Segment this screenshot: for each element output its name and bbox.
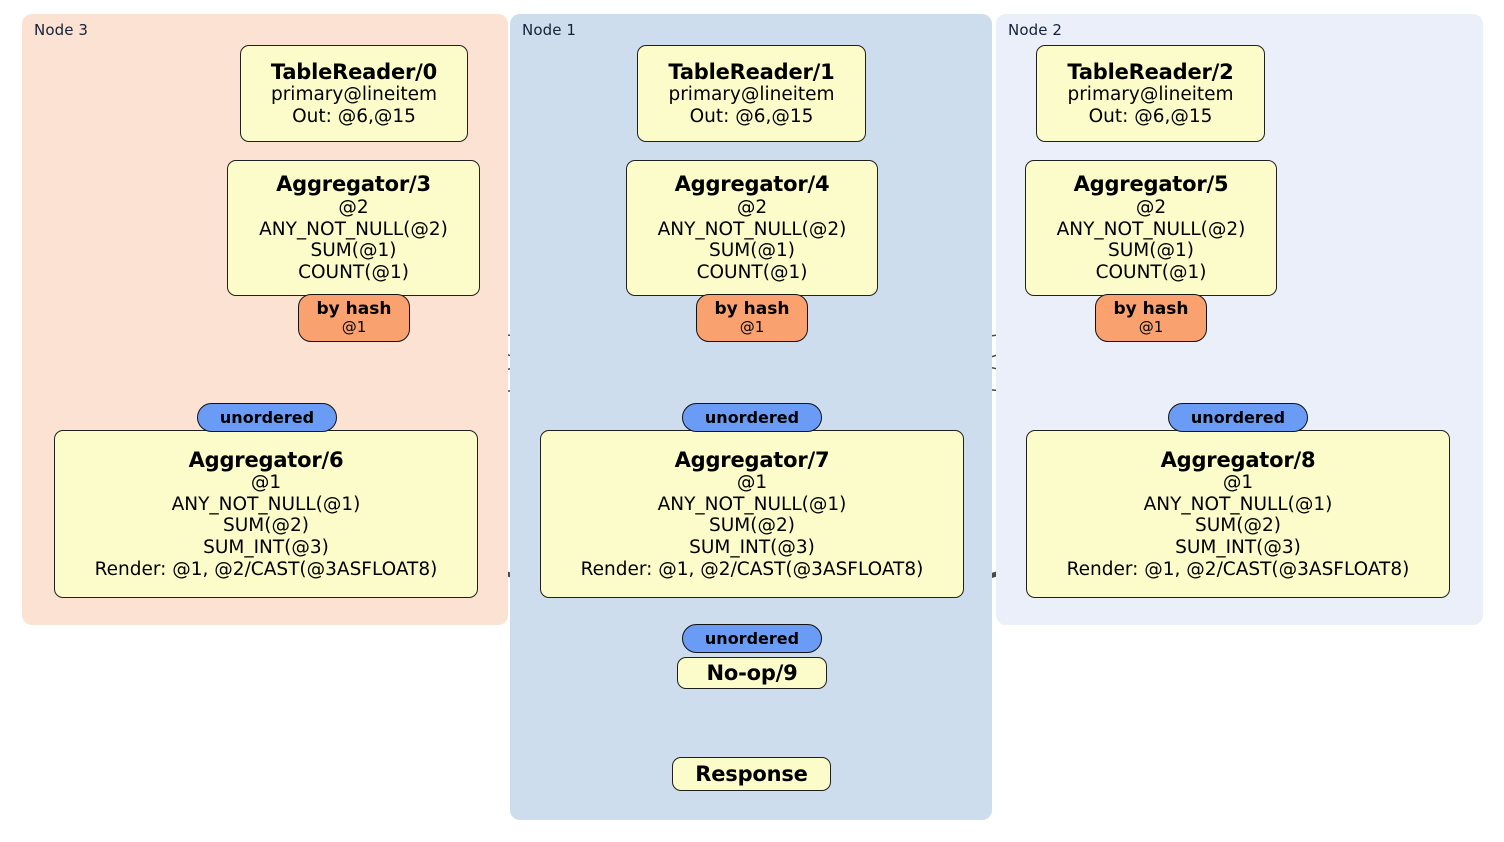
plan-box-line: SUM(@1) (1108, 240, 1194, 262)
plan-box-line: ANY_NOT_NULL(@1) (1143, 493, 1333, 515)
plan-box-line: SUM(@2) (709, 515, 795, 537)
plan-box-line: Out: @6,@15 (689, 105, 814, 127)
plan-box-title: No-op/9 (706, 660, 798, 685)
plan-box-line: @1 (250, 472, 282, 494)
plan-box-title: Aggregator/4 (674, 172, 830, 197)
plan-box-line: SUM(@2) (1195, 515, 1281, 537)
plan-box-line: ANY_NOT_NULL(@2) (259, 218, 448, 240)
plan-box-title: TableReader/1 (668, 59, 835, 84)
node-panel-label: Node 2 (1008, 21, 1063, 39)
plan-box-line: Out: @6,@15 (292, 105, 416, 127)
plan-box-line: SUM(@1) (310, 240, 397, 262)
plan-pill-hash3[interactable]: by hash@1 (298, 294, 410, 342)
plan-box-response[interactable]: Response (672, 757, 831, 791)
plan-box-line: SUM(@1) (709, 240, 795, 262)
plan-box-title: Aggregator/7 (674, 447, 830, 472)
plan-pill-label: unordered (704, 407, 800, 427)
plan-pill-label: by hash (316, 299, 392, 320)
plan-box-line: @2 (1135, 197, 1167, 218)
plan-box-title: Aggregator/3 (276, 172, 431, 197)
node-panel-label: Node 1 (522, 21, 577, 39)
plan-box-line: primary@lineitem (270, 84, 438, 106)
plan-pill-unord7[interactable]: unordered (682, 403, 822, 432)
plan-box-line: Render: @1, @2/CAST(@3ASFLOAT8) (94, 558, 438, 580)
plan-box-line: Render: @1, @2/CAST(@3ASFLOAT8) (1066, 558, 1410, 580)
plan-box-line: Out: @6,@15 (1088, 105, 1213, 127)
plan-box-line: ANY_NOT_NULL(@2) (1056, 218, 1246, 240)
plan-box-line: Render: @1, @2/CAST(@3ASFLOAT8) (580, 558, 924, 580)
plan-box-line: @2 (338, 197, 369, 218)
plan-box-line: COUNT(@1) (1095, 261, 1207, 283)
plan-pill-label: unordered (1190, 407, 1286, 427)
plan-box-title: TableReader/2 (1067, 59, 1234, 84)
plan-box-line: SUM_INT(@3) (1175, 537, 1301, 559)
plan-pill-hash4[interactable]: by hash@1 (696, 294, 808, 342)
plan-box-line: SUM_INT(@3) (203, 537, 329, 559)
plan-box-title: Aggregator/6 (188, 447, 344, 472)
plan-box-title: Aggregator/5 (1073, 172, 1229, 197)
plan-pill-hash5[interactable]: by hash@1 (1095, 294, 1207, 342)
plan-box-line: ANY_NOT_NULL(@1) (657, 493, 847, 515)
plan-pill-sublabel: @1 (341, 318, 367, 337)
plan-box-title: Aggregator/8 (1160, 447, 1316, 472)
plan-pill-label: by hash (714, 299, 790, 320)
plan-box-line: SUM_INT(@3) (689, 537, 815, 559)
plan-pill-unord8[interactable]: unordered (1168, 403, 1308, 432)
plan-box-title: TableReader/0 (270, 59, 438, 84)
plan-pill-sublabel: @1 (739, 318, 765, 337)
plan-box-line: COUNT(@1) (696, 261, 808, 283)
plan-box-title: Response (695, 761, 808, 786)
plan-pill-unord9[interactable]: unordered (682, 624, 822, 653)
plan-pill-unord6[interactable]: unordered (197, 403, 337, 432)
plan-box-line: COUNT(@1) (298, 261, 409, 283)
plan-pill-label: unordered (704, 628, 800, 648)
plan-box-line: @1 (736, 472, 768, 494)
plan-box-line: SUM(@2) (223, 515, 309, 537)
plan-box-line: @1 (1222, 472, 1254, 494)
plan-box-line: @2 (736, 197, 768, 218)
plan-box-noop9[interactable]: No-op/9 (677, 657, 827, 689)
plan-pill-label: unordered (219, 407, 315, 427)
node-panel-label: Node 3 (34, 21, 89, 39)
plan-pill-label: by hash (1113, 299, 1189, 320)
plan-box-line: ANY_NOT_NULL(@2) (657, 218, 847, 240)
plan-box-line: ANY_NOT_NULL(@1) (171, 493, 361, 515)
plan-box-line: primary@lineitem (1067, 84, 1234, 106)
plan-box-line: primary@lineitem (668, 84, 835, 106)
plan-pill-sublabel: @1 (1138, 318, 1164, 337)
